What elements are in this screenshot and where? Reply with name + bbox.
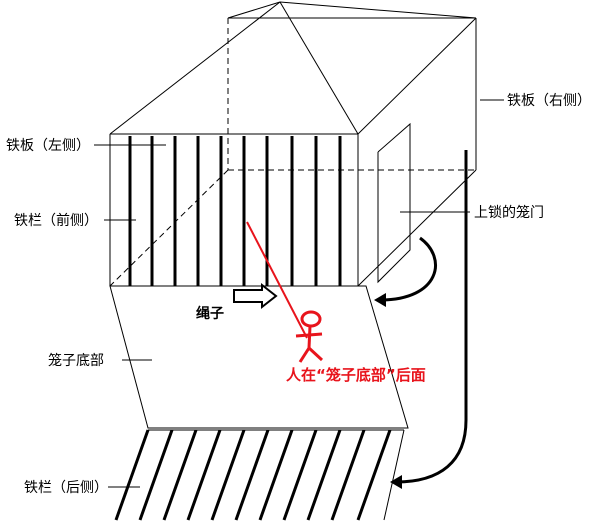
label-person-note: 人在“笼子底部”后面 (286, 366, 426, 384)
front-bars (128, 136, 342, 286)
back-bar (114, 429, 150, 521)
back-fold-arrow (395, 150, 468, 484)
back-bar (258, 429, 294, 521)
roof-left-edge (109, 1, 281, 135)
roof-front-edge (279, 1, 359, 135)
roof-back-right-edge (279, 1, 477, 19)
cage-frame (109, 1, 477, 287)
hidden-bottom-left (109, 169, 229, 287)
back-bar (234, 429, 270, 521)
label-bars-back: 铁栏（后侧） (24, 480, 108, 496)
stick-figure-head-icon (300, 310, 322, 328)
stick-figure-body (307, 325, 312, 349)
label-cage-bottom: 笼子底部 (48, 352, 104, 369)
front-face-outline (109, 133, 359, 287)
stick-figure-arms (295, 332, 323, 338)
back-bar (282, 429, 318, 521)
door-swing-arrow (379, 236, 437, 302)
back-fold-arrowhead-icon (390, 475, 402, 489)
back-bar (330, 429, 366, 521)
leader-lines (94, 99, 504, 488)
hollow-right-arrow-icon (233, 282, 278, 310)
label-rope: 绳子 (196, 305, 224, 322)
hidden-edges (109, 18, 476, 287)
locked-door-outline (377, 122, 411, 284)
door-swing-arrowhead-icon (374, 293, 386, 307)
back-bars-right-edge (383, 429, 405, 521)
back-bar (210, 429, 246, 521)
cage-bottom-panel (109, 285, 409, 429)
stick-figure-right-leg (307, 346, 324, 362)
curved-arrows (374, 150, 468, 489)
back-bar (162, 429, 198, 521)
label-locked-door: 上锁的笼门 (474, 204, 544, 221)
back-bar (138, 429, 174, 521)
label-iron-plate-right: 铁板（右侧） (507, 93, 591, 109)
label-bars-front: 铁栏（前侧） (14, 212, 98, 229)
back-bar (356, 429, 392, 521)
right-top-edge (357, 17, 477, 135)
back-bars (114, 429, 392, 521)
stick-figure-left-leg (298, 347, 311, 363)
back-bars-frame (148, 429, 405, 521)
rope-and-person (246, 221, 324, 363)
back-bar (306, 429, 342, 521)
back-bar (186, 429, 222, 521)
label-iron-plate-left: 铁板（左侧） (6, 138, 90, 154)
rope-line (246, 221, 308, 339)
right-bottom-edge (357, 169, 477, 287)
roof-back-left-edge (227, 1, 281, 19)
